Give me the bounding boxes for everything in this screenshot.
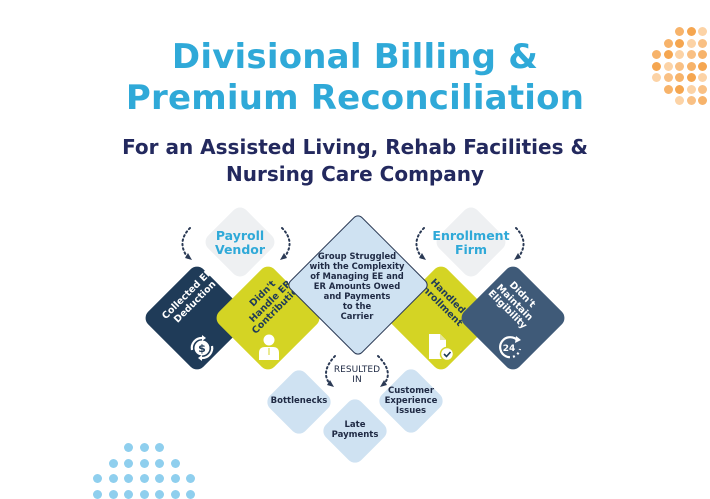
payroll-vendor-label: Payroll Vendor — [214, 227, 266, 257]
subtitle-line-1: For an Assisted Living, Rehab Facilities… — [122, 135, 588, 159]
enrollment-firm-label: Enrollment Firm — [432, 227, 510, 257]
center-problem-label: Group Struggled with the Complexity of M… — [309, 250, 405, 322]
person-icon — [259, 334, 279, 360]
svg-text:$: $ — [198, 342, 206, 355]
bottlenecks-label: Bottlenecks — [270, 396, 328, 407]
resulted-in-label: RESULTED IN — [333, 364, 381, 385]
title-line-1: Divisional Billing & — [171, 37, 539, 77]
late-payments-label: Late Payments — [331, 420, 379, 440]
dollar-cycle-icon: $ — [190, 335, 214, 361]
svg-text:24: 24 — [503, 344, 516, 354]
document-check-icon — [429, 334, 455, 362]
subtitle-line-2: Nursing Care Company — [225, 162, 485, 186]
clock-24-icon: 24 — [499, 336, 522, 359]
customer-experience-label: Customer Experience Issues — [384, 386, 438, 416]
title-line-2: Premium Reconciliation — [125, 78, 585, 118]
